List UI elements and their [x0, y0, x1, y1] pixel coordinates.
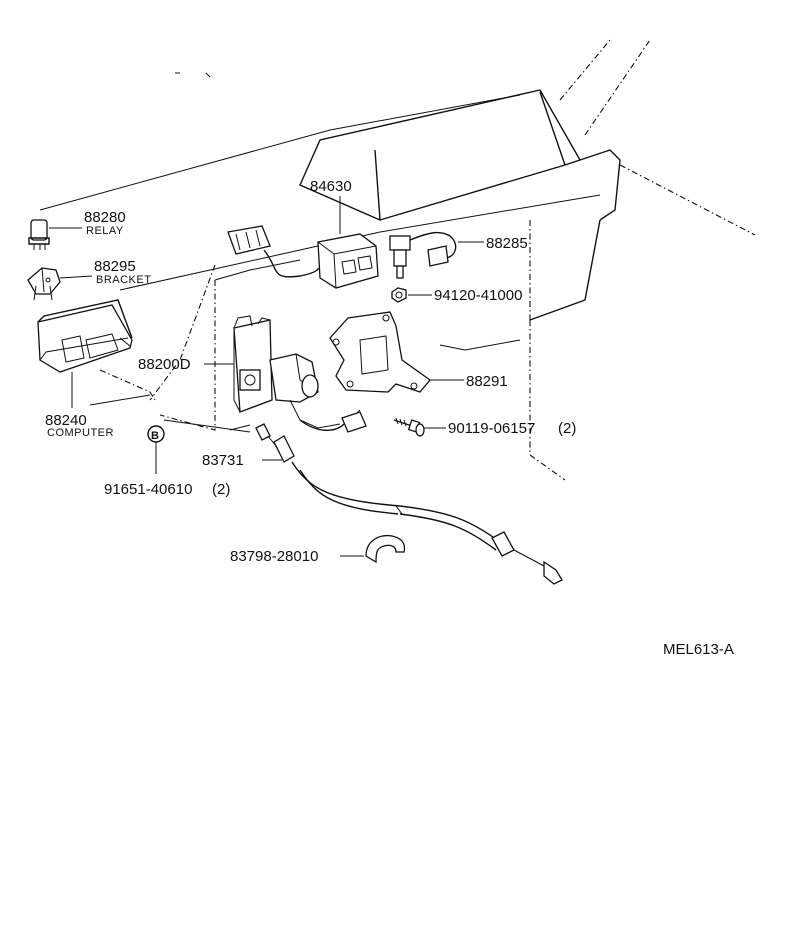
grommet-part-number: 83798-28010	[230, 548, 318, 565]
harness-connector-icon	[299, 409, 367, 433]
switch-part-number: 84630	[310, 178, 352, 195]
wire-connector-icon	[227, 225, 319, 278]
switch-icon	[317, 233, 379, 289]
clip-link-line	[163, 419, 251, 433]
computer-icon	[37, 299, 133, 373]
relay-name: RELAY	[86, 225, 124, 237]
relay-icon	[28, 219, 50, 250]
bracket-name: BRACKET	[96, 274, 151, 286]
bracket-leader-line	[59, 275, 93, 279]
sensor-icon	[389, 231, 457, 279]
control-cable-icon	[255, 423, 563, 585]
washer-icon	[391, 287, 407, 303]
grommet-icon	[365, 534, 406, 564]
washer-part-number: 94120-41000	[434, 287, 522, 304]
relay-part-number: 88280	[84, 209, 126, 226]
computer-name: COMPUTER	[47, 427, 114, 439]
computer-link-line	[99, 369, 156, 401]
mounting-plate-icon	[329, 311, 431, 393]
clip-marker-icon: B	[147, 425, 165, 443]
actuator-part-number: 88200D	[138, 356, 191, 373]
bracket-icon	[27, 267, 61, 301]
dashboard-outline	[39, 39, 756, 481]
computer-part-number: 88240	[45, 412, 87, 429]
bolt-icon	[393, 417, 425, 437]
clip-marker-letter: B	[151, 430, 159, 442]
diagram-code: MEL613-A	[663, 641, 734, 658]
cable-part-number: 83731	[202, 452, 244, 469]
plate-part-number: 88291	[466, 373, 508, 390]
sensor-part-number: 88285	[486, 235, 528, 252]
bracket-part-number: 88295	[94, 258, 136, 275]
clip-part-number: 91651-40610	[104, 481, 192, 498]
bolt-quantity: (2)	[558, 420, 576, 437]
actuator-icon	[233, 315, 341, 429]
bolt-part-number: 90119-06157	[448, 420, 535, 437]
clip-quantity: (2)	[212, 481, 230, 498]
